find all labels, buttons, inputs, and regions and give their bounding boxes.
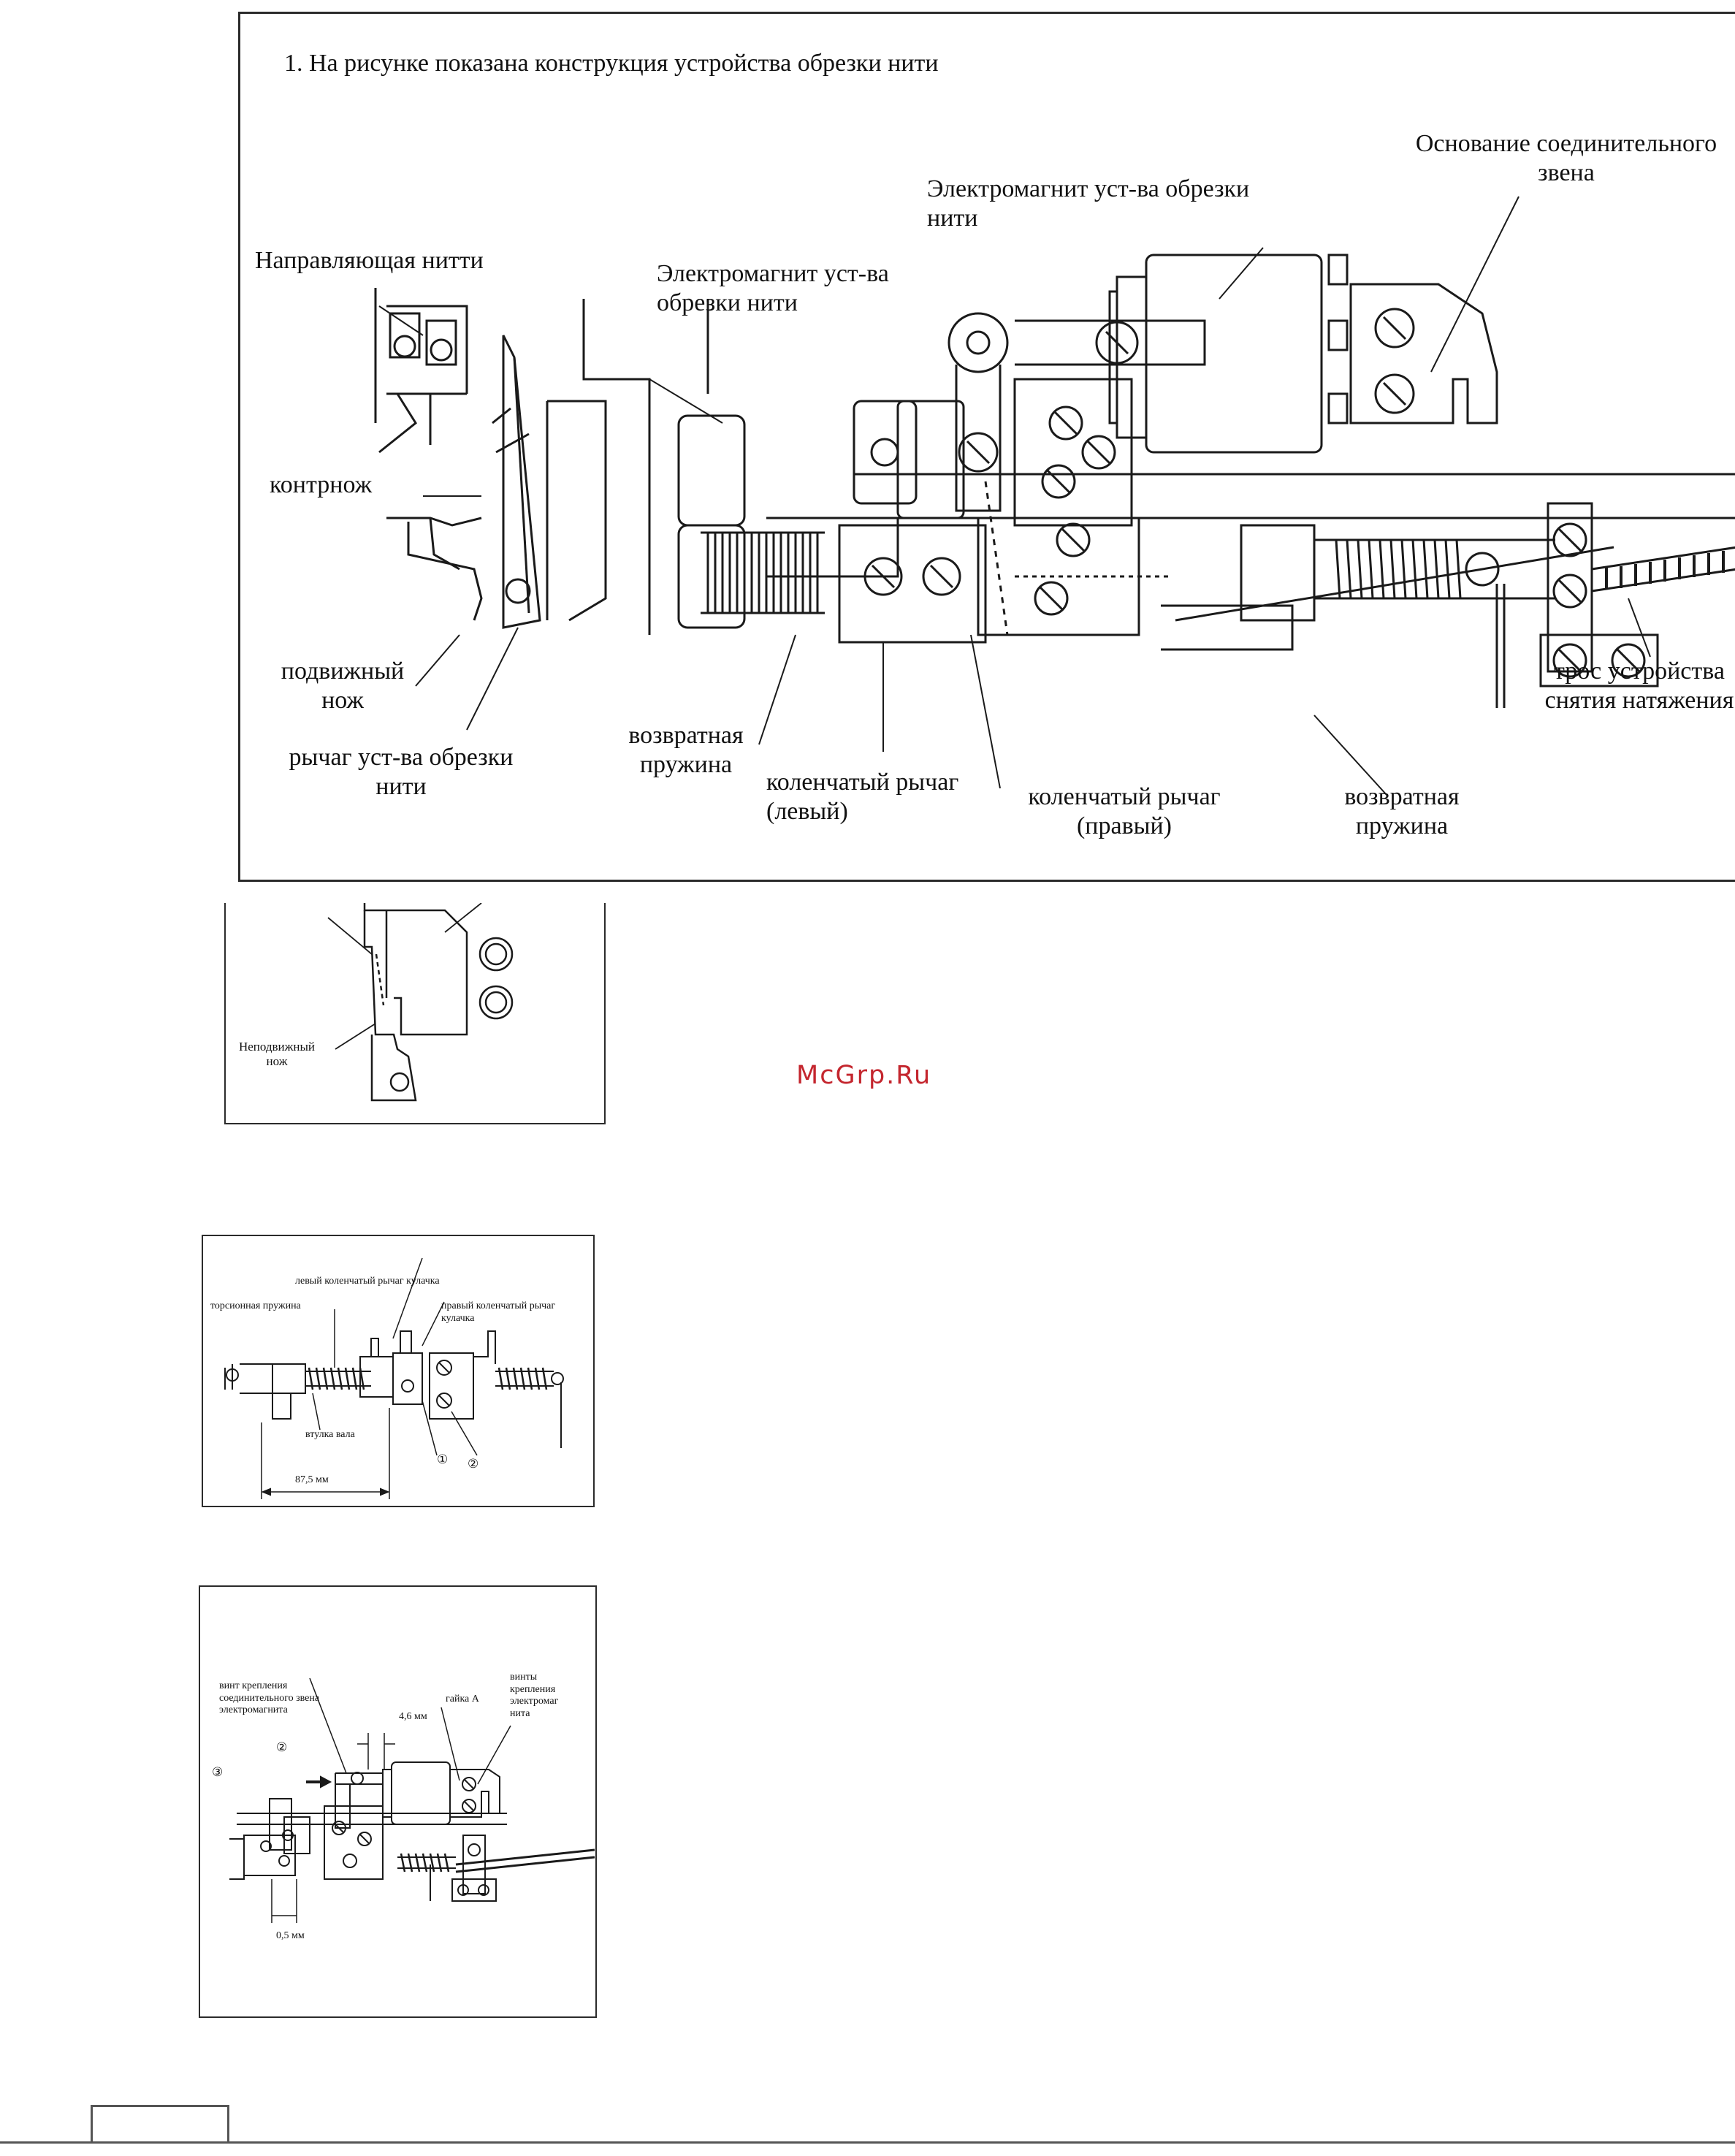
label-trim-lever: рычаг уст-ва обрезки нити [289, 744, 514, 801]
label-link-screw: винт крепления соединительного звена эле… [219, 1680, 320, 1716]
label-dim-top: 4,6 мм [399, 1711, 427, 1722]
marker-2: ② [276, 1740, 288, 1754]
label-thread-guide: Направляющая нитти [255, 247, 484, 274]
figure-heading: 1. На рисунке показана конструкция устро… [284, 50, 939, 77]
label-magnet-mid: Электромагнит уст-ва обрезки нити [657, 260, 889, 317]
label-torsion-spring: торсионная пружина [210, 1300, 301, 1311]
label-nut-a: гайка А [446, 1694, 479, 1704]
label-shaft-bushing: втулка вала [305, 1429, 355, 1440]
label-right-cam-crank: правый коленчатый рычаг кулачка [441, 1300, 556, 1324]
label-counter-knife: контрнож [270, 471, 373, 498]
mechanism-drawing [374, 196, 1735, 796]
label-moving-knife: подвижный нож [281, 658, 405, 715]
label-magnet-top: Электромагнит уст-ва обрезки нити [927, 175, 1250, 232]
marker-1: ① [437, 1452, 449, 1466]
label-tension-cable: трос устройства снятия натяжения [1544, 658, 1734, 715]
page-number-tab [91, 2105, 229, 2141]
label-dim-bottom: 0,5 мм [276, 1930, 305, 1941]
marker-2: ② [468, 1457, 479, 1471]
marker-3: ③ [212, 1765, 224, 1779]
torsion-spring-drawing [224, 1257, 564, 1499]
fixed-knife-drawing [327, 903, 514, 1102]
label-return-spring-right: возвратная пружина [1344, 783, 1460, 840]
label-fixed-knife: Неподвижный нож [238, 1040, 316, 1069]
magnet-adjustment-drawing [229, 1677, 595, 1923]
label-dimension: 87,5 мм [295, 1474, 329, 1485]
figure-thread-trimmer-assembly: 1. На рисунке показана конструкция устро… [238, 12, 1735, 882]
label-crank-left: коленчатый рычаг (левый) [766, 769, 959, 826]
label-crank-right: коленчатый рычаг (правый) [1028, 783, 1221, 840]
figure-magnet-adjustment: винт крепления соединительного звена эле… [199, 1585, 597, 2018]
label-left-cam-crank: левый коленчатый рычаг кулачка [295, 1276, 440, 1287]
figure-torsion-spring: левый коленчатый рычаг кулачка торсионна… [202, 1235, 595, 1507]
figure-fixed-knife: Неподвижный нож [224, 903, 606, 1124]
label-magnet-screws: винты крепления электромаг нита [510, 1672, 559, 1719]
footer-rule [0, 2141, 1735, 2144]
watermark: McGrp.Ru [796, 1061, 932, 1090]
label-return-spring-left: возвратная пружина [628, 722, 744, 779]
label-base-link: Основание соединительного звена [1415, 130, 1717, 187]
